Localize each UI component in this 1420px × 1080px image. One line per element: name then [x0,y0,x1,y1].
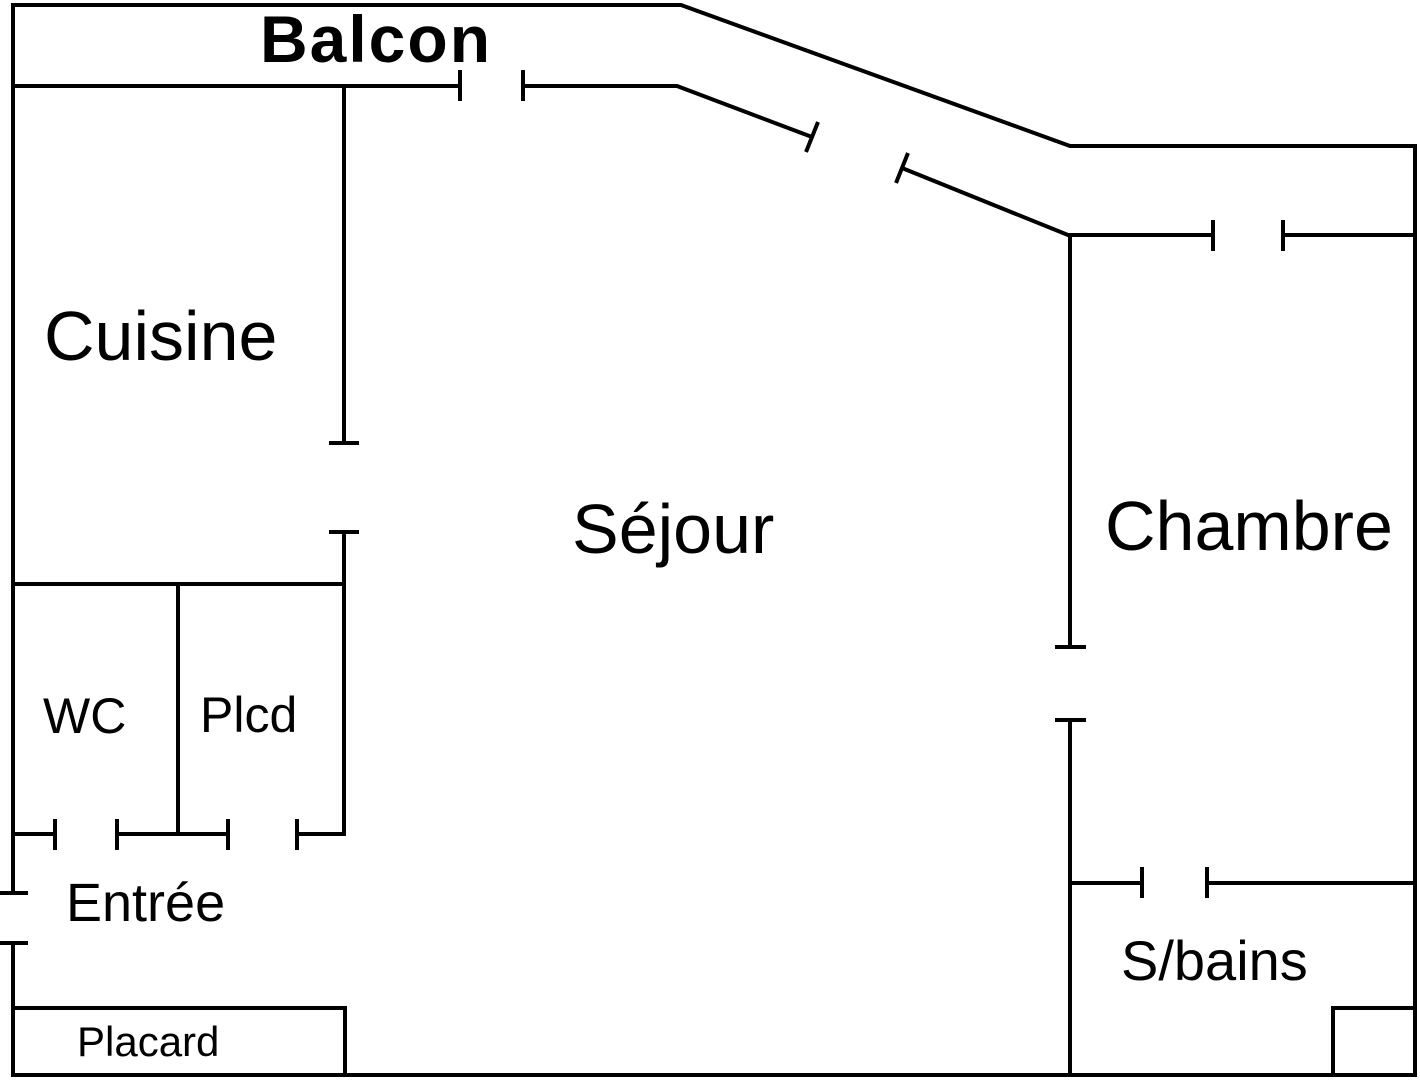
room-labels: Balcon Cuisine Séjour Chambre WC Plcd En… [43,2,1393,1065]
room-label-sejour: Séjour [572,490,774,568]
room-label-entree: Entrée [66,873,225,933]
room-label-wc: WC [43,688,126,744]
bathroom-corner-box [1331,1006,1415,1075]
room-label-plcd: Plcd [200,687,297,743]
balcony-window-tick-left [804,121,820,153]
balcony-inner-wall [13,84,1415,237]
room-label-chambre: Chambre [1105,487,1393,565]
balcony-window-tick-right [894,152,910,184]
room-label-placard: Placard [77,1018,219,1065]
placard-box [13,1006,347,1075]
wc-plcd-walls [13,582,344,836]
outer-walls [11,3,1417,1077]
room-label-balcon: Balcon [260,2,492,76]
room-label-sdb: S/bains [1121,929,1308,992]
room-label-cuisine: Cuisine [44,297,277,375]
opening-ticks [0,70,1285,945]
